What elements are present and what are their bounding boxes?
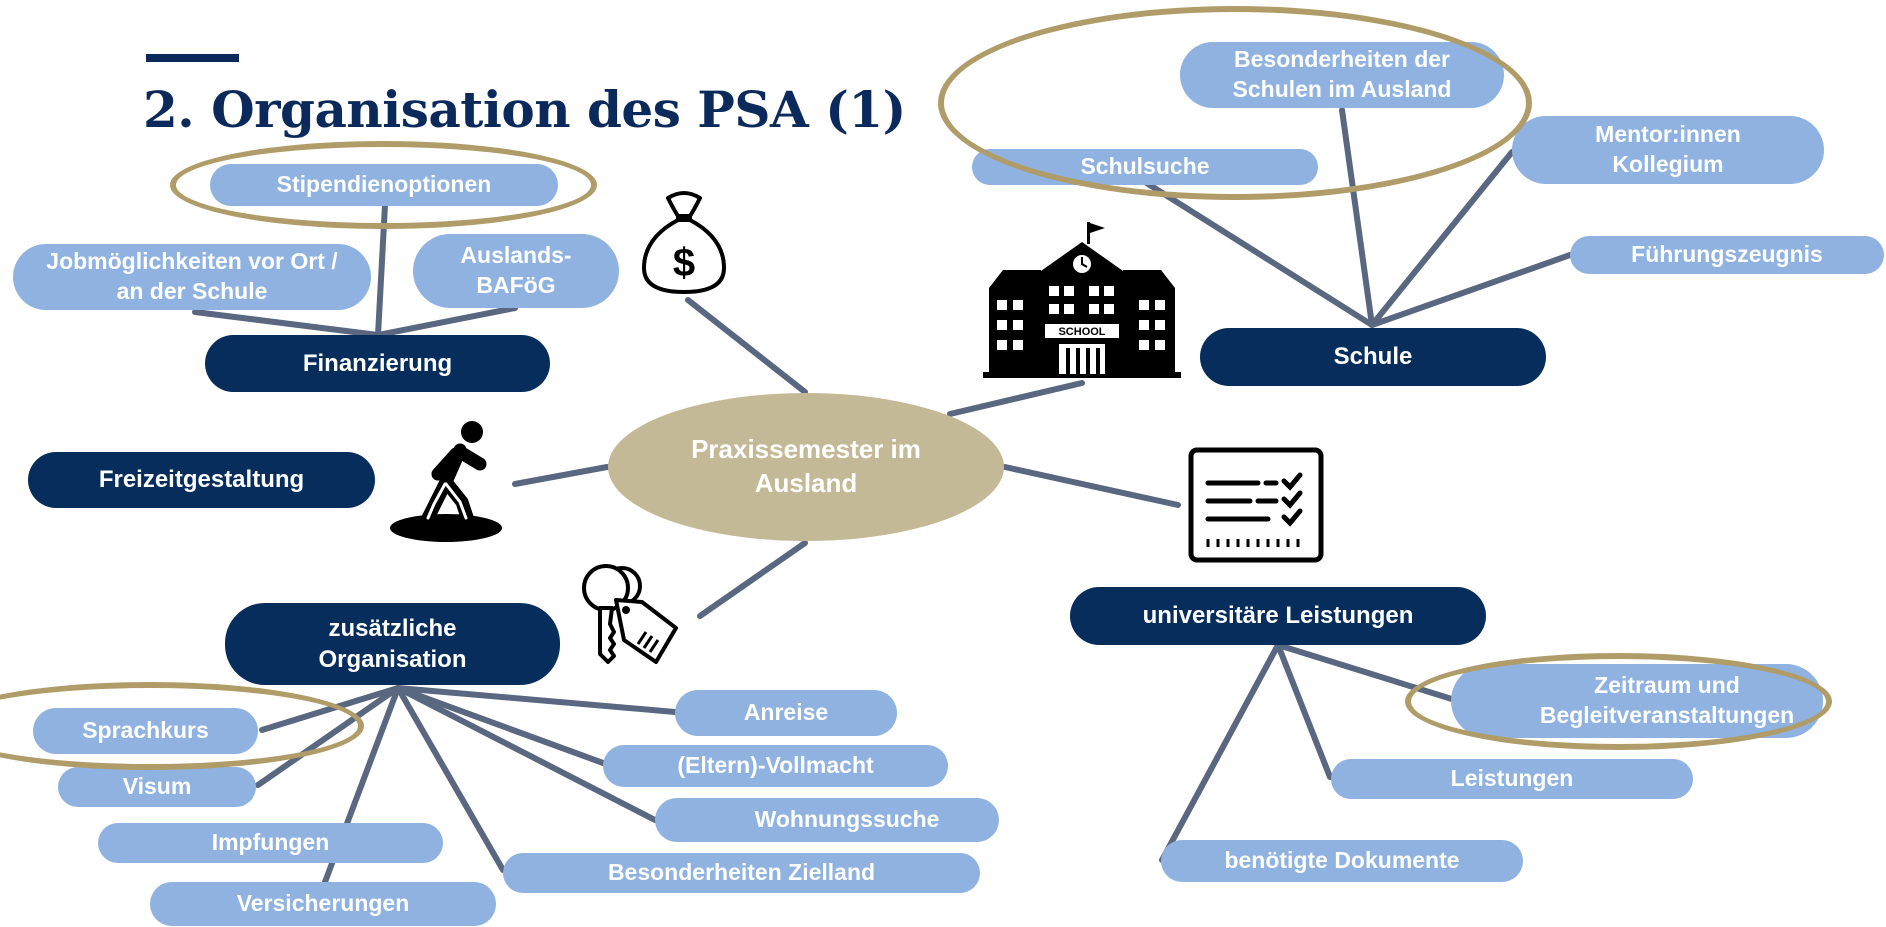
node-freizeitgestaltung: Freizeitgestaltung [28, 452, 375, 508]
dollar-sign: $ [673, 241, 695, 285]
page-title: 2. Organisation des PSA (1) [143, 80, 906, 139]
line-center-money [685, 297, 808, 395]
line-mentor [1369, 149, 1515, 328]
line-bafoeg [375, 305, 518, 338]
highlight-ring-schule [938, 6, 1532, 200]
node-auslands-bafoeg: Auslands-BAFöG [413, 234, 619, 308]
node-anreise: Anreise [675, 690, 897, 736]
line-center-leisure [512, 464, 610, 487]
node-zusaetzliche-organisation: zusätzliche Organisation [225, 603, 560, 685]
node-jobmoeglichkeiten: Jobmöglichkeiten vor Ort / an der Schule [13, 244, 371, 310]
node-universitaere-leistungen: universitäre Leistungen [1070, 587, 1486, 645]
node-fuehrungszeugnis: Führungszeugnis [1570, 236, 1884, 274]
line-wohnung [395, 685, 658, 823]
highlight-ring-zeitraum [1405, 653, 1832, 750]
node-visum: Visum [58, 767, 256, 807]
node-wohnungssuche: Wohnungssuche [655, 798, 999, 842]
line-jobs [192, 309, 381, 338]
node-versicherungen: Versicherungen [150, 882, 496, 926]
node-eltern-vollmacht: (Eltern)-Vollmacht [603, 745, 948, 787]
node-mentor-kollegium: Mentor:innen Kollegium [1512, 116, 1824, 184]
line-zielland [395, 685, 506, 873]
school-sign-text: SCHOOL [1058, 326, 1105, 338]
node-finanzierung: Finanzierung [205, 335, 550, 392]
highlight-ring-sprachkurs [0, 682, 364, 770]
line-center-checklist [1002, 464, 1181, 508]
line-center-keys [697, 540, 808, 619]
node-besonderheiten-zielland: Besonderheiten Zielland [503, 853, 980, 893]
money-bag-icon: $ [642, 191, 726, 294]
keys-tag-icon [582, 564, 678, 664]
line-dokumente [1159, 642, 1281, 863]
line-schulsuche [1142, 179, 1375, 328]
node-leistungen: Leistungen [1331, 759, 1693, 799]
line-vollmacht [395, 685, 606, 766]
surfer-icon [390, 421, 502, 542]
line-fuehrung [1369, 252, 1573, 328]
line-anreise [395, 685, 678, 715]
node-impfungen: Impfungen [98, 823, 443, 863]
node-schule: Schule [1200, 328, 1546, 386]
checklist-icon [1188, 447, 1324, 563]
school-building-icon: SCHOOL [983, 222, 1181, 378]
node-benoetigte-dokumente: benötigte Dokumente [1161, 840, 1523, 882]
line-center-school [947, 380, 1085, 417]
line-leistungen [1275, 642, 1333, 780]
title-accent-bar [146, 54, 239, 62]
center-node: Praxissemester im Ausland [608, 393, 1004, 541]
highlight-ring-stipendien [170, 141, 597, 229]
